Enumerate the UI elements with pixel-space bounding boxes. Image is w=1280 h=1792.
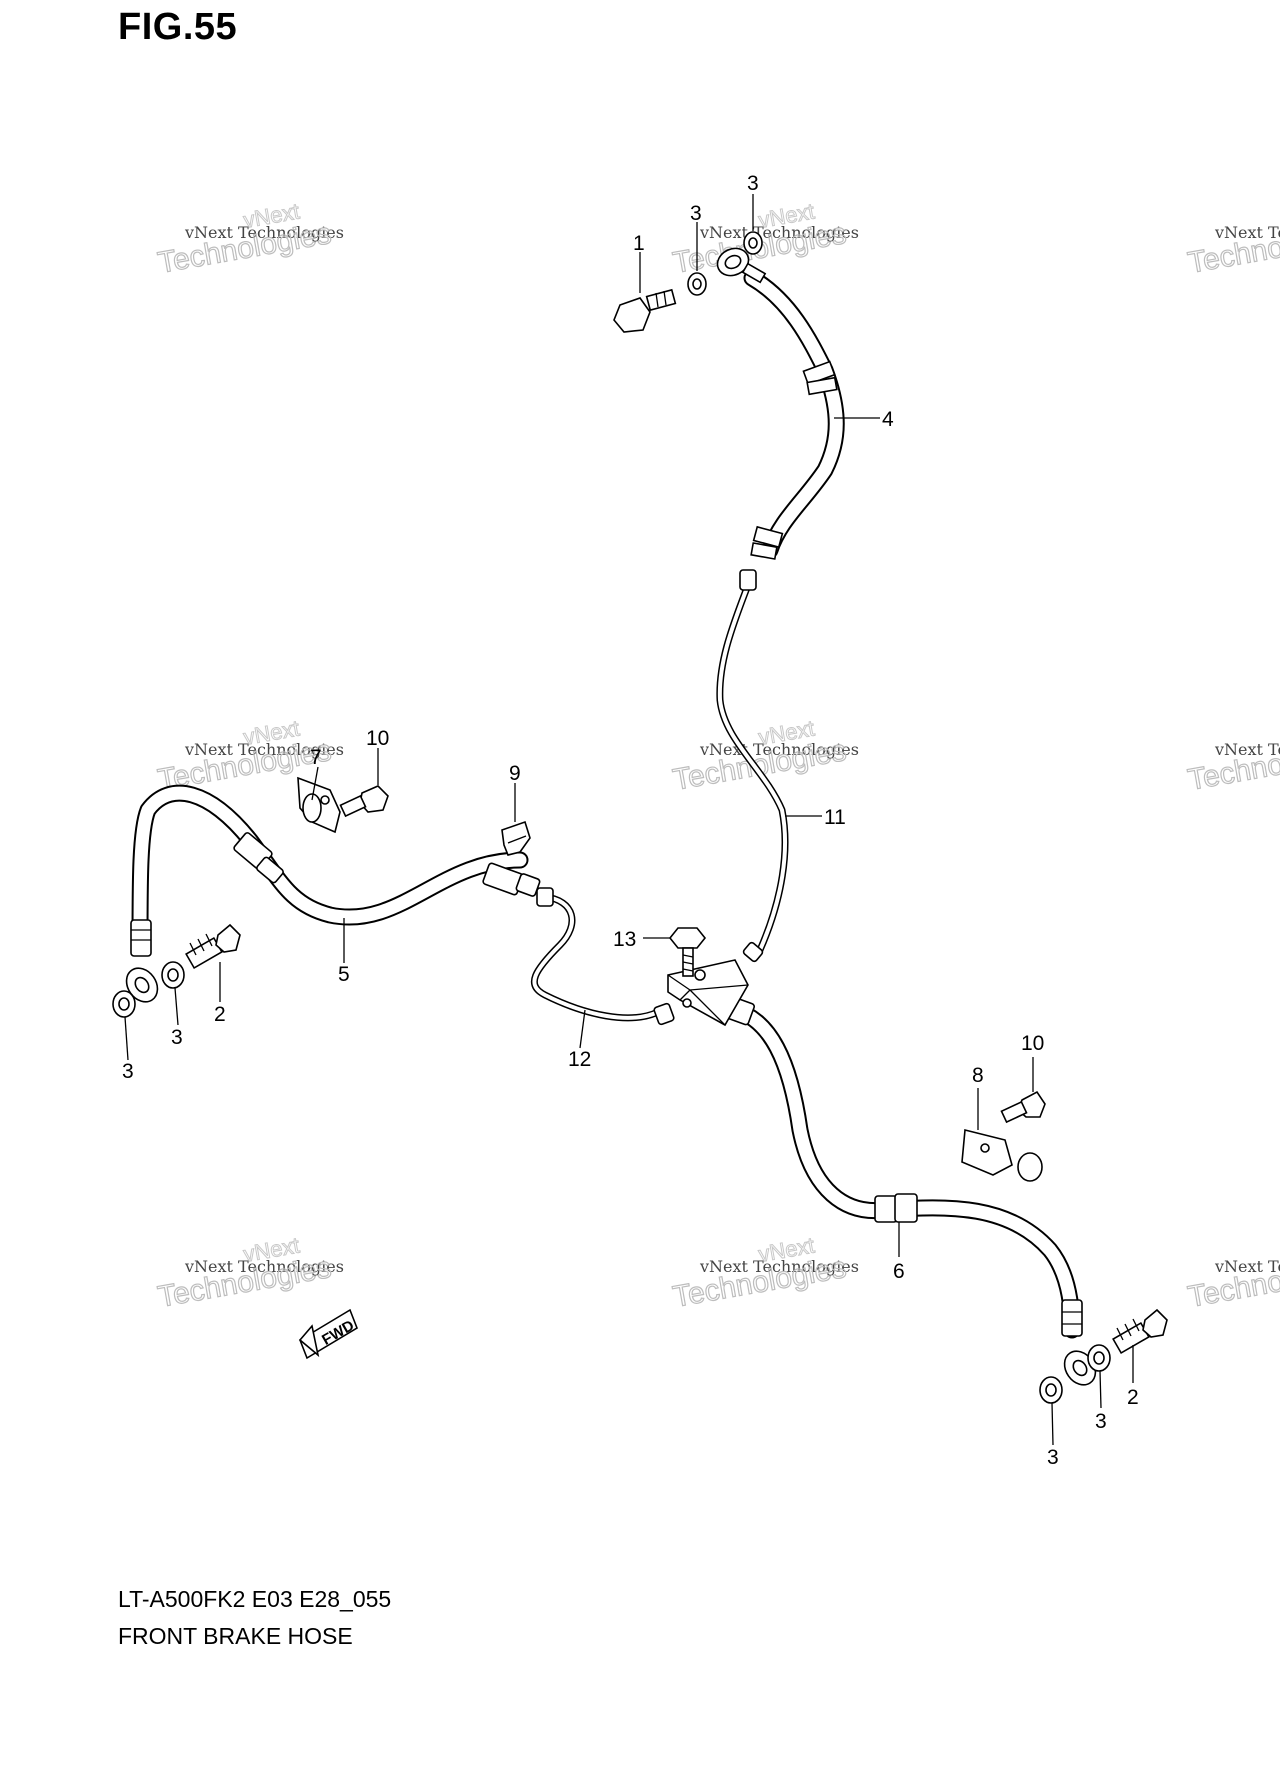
banjo-bolt-2-right	[1112, 1308, 1168, 1355]
callout-5: 5	[338, 963, 350, 986]
callout-3: 3	[122, 1060, 134, 1083]
callout-11: 11	[824, 806, 846, 829]
leader-lines	[124, 194, 1134, 1446]
watermark-text: vNext Technologies	[1214, 223, 1280, 242]
union-bolt-1	[613, 288, 677, 333]
clamp-8	[961, 1128, 1043, 1182]
banjo-bolt-2-left	[185, 923, 241, 970]
watermark-group: vNext Technologies Technologies vNext vN…	[155, 198, 1280, 1314]
callout-13: 13	[613, 928, 636, 951]
figure-title: FIG.55	[118, 6, 238, 48]
callout-1: 1	[633, 232, 645, 255]
washer-3-inner	[118, 997, 130, 1011]
watermark-text: vNext Technologies	[1214, 1257, 1280, 1276]
figure-name: FRONT BRAKE HOSE	[118, 1623, 353, 1649]
callout-3: 3	[171, 1026, 183, 1049]
brake-hose-5	[125, 784, 541, 1003]
brake-hose-4	[716, 247, 845, 560]
clamp-7	[297, 776, 341, 834]
callout-12: 12	[568, 1048, 591, 1071]
clip-9	[501, 820, 531, 856]
watermark-text: vNext Technologies	[699, 1257, 859, 1276]
callout-3: 3	[747, 172, 759, 195]
watermark-text: vNext Technologies	[184, 223, 344, 242]
washer-3-inner	[1045, 1383, 1057, 1397]
callout-10: 10	[366, 727, 389, 750]
washer-3-inner	[167, 968, 179, 982]
callout-10: 10	[1021, 1032, 1044, 1055]
bolt-13	[668, 927, 707, 977]
brake-hose-6	[725, 996, 1097, 1386]
model-code: LT-A500FK2 E03 E28_055	[118, 1586, 392, 1612]
watermark-text: vNext Technologies	[1214, 740, 1280, 759]
bolt-10	[1000, 1090, 1046, 1124]
brake-pipe-12	[530, 887, 675, 1026]
callout-4: 4	[882, 408, 894, 431]
callout-3: 3	[1095, 1410, 1107, 1433]
callout-3: 3	[690, 202, 702, 225]
watermark-text: vNext Technologies	[184, 1257, 344, 1276]
callout-2: 2	[214, 1003, 226, 1026]
washer-3-inner	[748, 237, 758, 249]
brake-pipe-11	[716, 569, 789, 963]
forward-arrow-icon: FWD	[298, 1308, 358, 1360]
washer-3-inner	[692, 278, 702, 290]
callout-6: 6	[893, 1260, 905, 1283]
callout-group: 1 3 3 4 7 10 9 11 13 5 2 3 3 12 10 8 6 2…	[122, 172, 1139, 1469]
washer-3-inner	[1093, 1351, 1105, 1365]
callout-9: 9	[509, 762, 521, 785]
callout-2: 2	[1127, 1386, 1139, 1409]
callout-3: 3	[1047, 1446, 1059, 1469]
bolt-10	[339, 785, 389, 818]
watermark-text: vNext Technologies	[699, 223, 859, 242]
callout-7: 7	[310, 746, 322, 769]
callout-8: 8	[972, 1064, 984, 1087]
watermark-text: vNext Technologies	[184, 740, 344, 759]
